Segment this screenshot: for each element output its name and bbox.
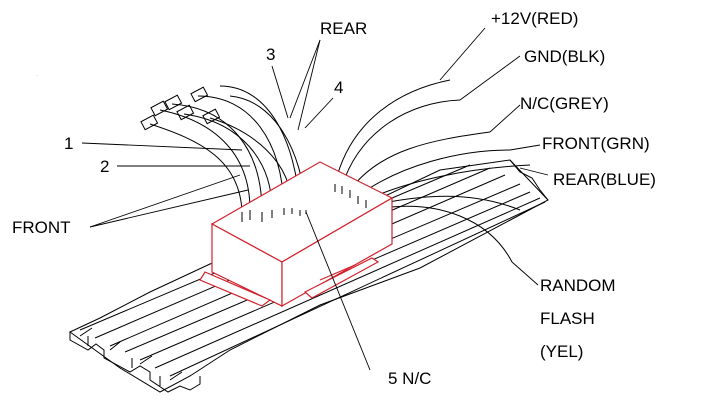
label-front: FRONT <box>12 218 71 237</box>
label-yel: (YEL) <box>540 342 583 361</box>
leader-lines <box>81 27 549 371</box>
label-plus12v-red: +12V(RED) <box>491 9 578 28</box>
label-wire-4: 4 <box>334 78 343 97</box>
flasher-module <box>199 161 394 308</box>
label-wire-2: 2 <box>100 157 109 176</box>
label-rear-blue: REAR(BLUE) <box>553 170 656 189</box>
label-wire-3: 3 <box>266 45 275 64</box>
label-flash: FLASH <box>540 309 595 328</box>
label-random: RANDOM <box>540 276 616 295</box>
label-front-grn: FRONT(GRN) <box>542 134 650 153</box>
label-5-nc: 5 N/C <box>388 369 431 388</box>
wire-connectors <box>140 86 221 131</box>
labels: +12V(RED) GND(BLK) N/C(GREY) FRONT(GRN) … <box>12 9 656 388</box>
label-wire-1: 1 <box>64 134 73 153</box>
label-rear: REAR <box>320 19 367 38</box>
stray-mark: . <box>37 72 38 77</box>
label-nc-grey: N/C(GREY) <box>520 94 609 113</box>
label-gnd-blk: GND(BLK) <box>524 47 605 66</box>
module-wire-ends <box>241 184 367 222</box>
